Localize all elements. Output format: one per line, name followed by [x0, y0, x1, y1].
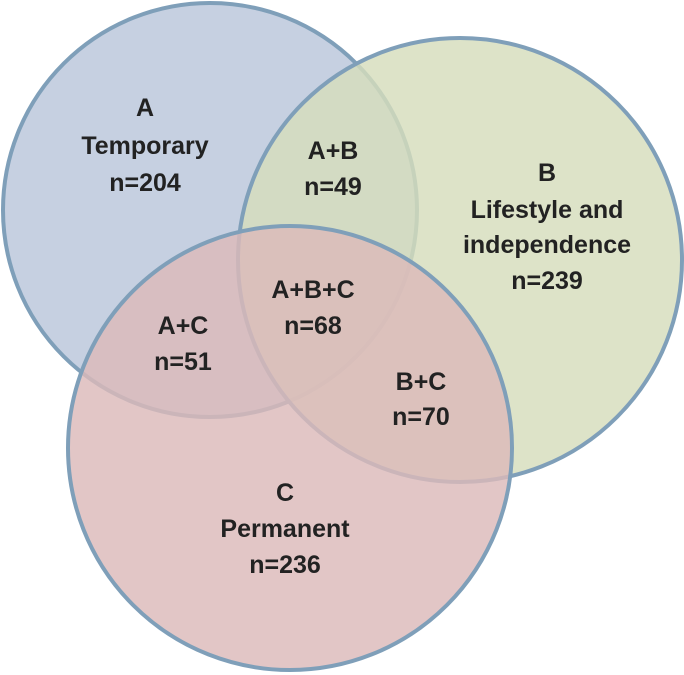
- set-b-count: n=239: [511, 267, 583, 295]
- set-b-letter: B: [538, 159, 556, 187]
- intersection-abc-count: n=68: [284, 312, 342, 340]
- intersection-bc-count: n=70: [392, 403, 450, 431]
- intersection-bc-label: B+C: [396, 368, 447, 396]
- intersection-ac-label: A+C: [158, 312, 209, 340]
- set-c-letter: C: [276, 479, 294, 507]
- intersection-ab-label: A+B: [308, 137, 359, 165]
- intersection-ab-count: n=49: [304, 173, 362, 201]
- set-a-name: Temporary: [81, 132, 208, 160]
- set-b-name-line1: Lifestyle and: [471, 196, 624, 224]
- intersection-abc-label: A+B+C: [271, 276, 354, 304]
- intersection-ac-count: n=51: [154, 348, 212, 376]
- set-b-name-line2: independence: [463, 231, 631, 259]
- set-c-count: n=236: [249, 551, 321, 579]
- set-a-letter: A: [136, 94, 154, 122]
- set-a-count: n=204: [109, 169, 181, 197]
- set-c-name: Permanent: [220, 515, 350, 543]
- circle-c-permanent: [66, 224, 514, 672]
